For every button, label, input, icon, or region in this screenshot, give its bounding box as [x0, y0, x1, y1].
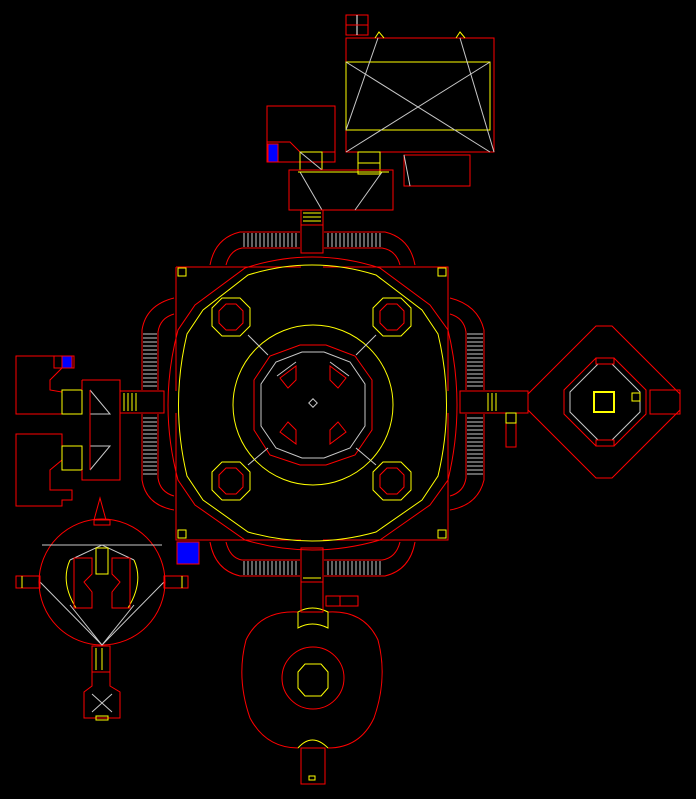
corner-pillar-se [355, 447, 412, 501]
blue-markers [61, 143, 279, 565]
hub-inner-octagon-inner [260, 351, 366, 459]
blue-marker-north [267, 143, 279, 163]
north-lobby [288, 169, 394, 211]
hub-pillars [276, 361, 350, 445]
east-diamond-room [527, 325, 681, 479]
corner-pillar-sw [211, 447, 269, 501]
corner-pillar-nw [211, 297, 269, 356]
hub-inner-octagon-outer [253, 344, 373, 466]
east-exit-pad [593, 391, 615, 413]
west-area [15, 355, 121, 507]
blue-marker-hub [176, 541, 200, 565]
hub-center-marker [308, 398, 318, 408]
hub-corner-post-nw [177, 267, 187, 277]
southwest-round-room [15, 496, 189, 721]
hub-corner-post-ne [437, 267, 447, 277]
hub-octagon-inner [178, 264, 447, 542]
hub-corner-post-sw [177, 529, 187, 539]
south-round-room [241, 581, 383, 785]
blue-marker-west [61, 355, 73, 369]
east-area [505, 325, 681, 479]
corner-pillar-ne [355, 297, 412, 356]
central-hub [167, 256, 458, 551]
hub-center-ring [232, 324, 394, 486]
north-area [266, 14, 495, 226]
north-side-room [266, 105, 336, 163]
hub-corner-post-se [437, 529, 447, 539]
hub-outer-wall [175, 266, 449, 541]
hub-stair-corridors [119, 224, 529, 583]
hub-octagon-wall [167, 256, 458, 551]
